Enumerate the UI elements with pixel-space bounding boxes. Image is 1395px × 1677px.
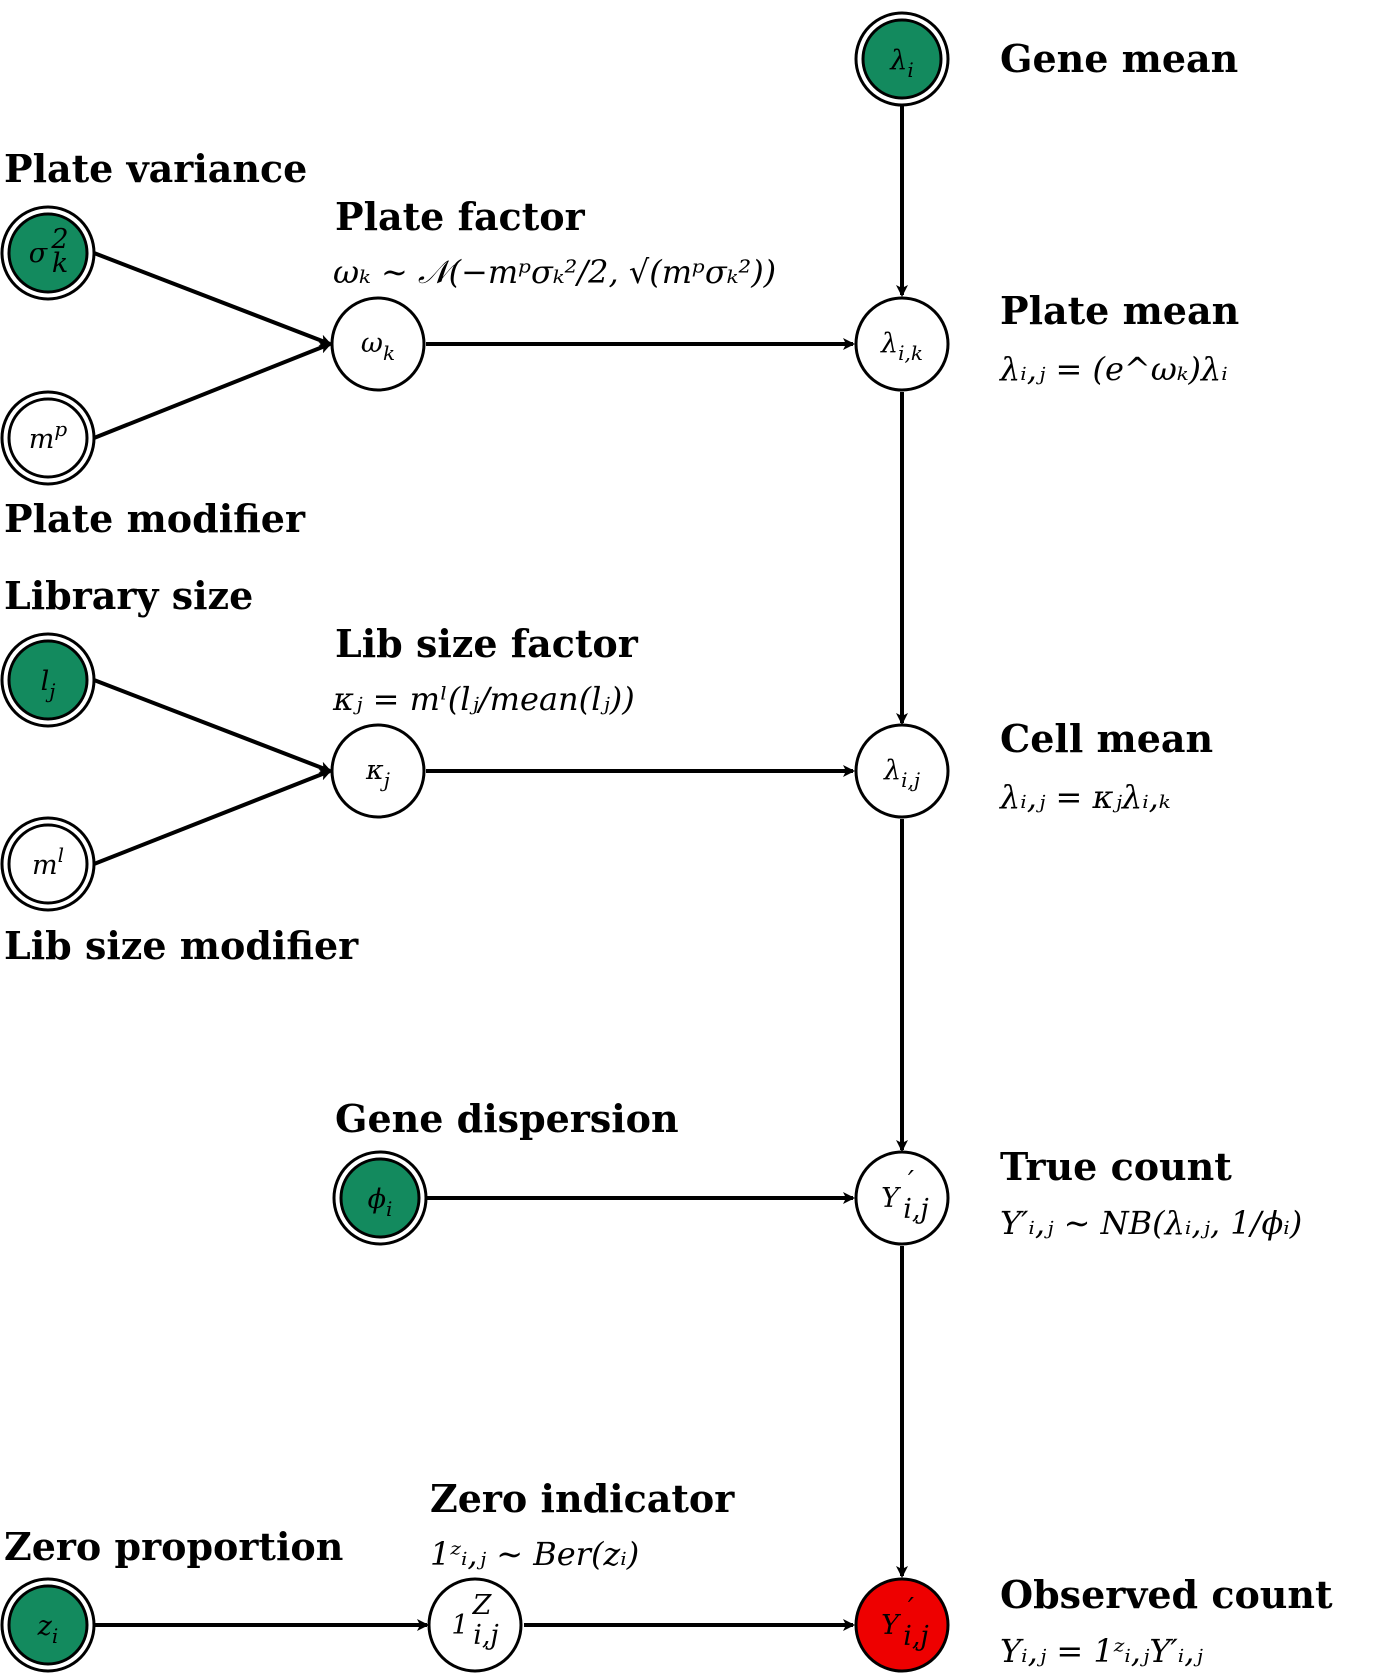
node-symbol: zi (37, 1611, 59, 1648)
node-fill (427, 1577, 523, 1673)
edge-plate-variance-to-plate-factor (93, 251, 332, 347)
node-symbol: Y (881, 1610, 901, 1641)
title-observed-count: Observed count (1000, 1572, 1333, 1617)
formula-observed-count: Yᵢ,ⱼ = 1ᶻᵢ,ⱼY′ᵢ,ⱼ (1000, 1632, 1203, 1670)
node-symbol: mp (29, 417, 68, 455)
node-fill (330, 723, 426, 819)
node-symbol: 1 (451, 1610, 468, 1641)
formula-zero-indicator: 1ᶻᵢ,ⱼ ∼ Ber(zᵢ) (430, 1535, 639, 1573)
edge-library-size-to-lib-factor (93, 678, 332, 774)
node-fill (330, 296, 426, 392)
edge-plate-modifier-to-plate-factor (93, 342, 332, 440)
node-sup: ′ (908, 1166, 914, 1197)
node-plate-mean: λi,k (854, 296, 950, 392)
node-fill (7, 823, 89, 905)
title-plate-variance: Plate variance (4, 146, 307, 191)
node-fill (7, 397, 89, 479)
node-symbol: λi,k (880, 328, 923, 365)
node-lib-size-modifier: ml (0, 816, 96, 912)
node-zero-proportion: zi (0, 1577, 96, 1673)
node-observed-count: Y ′ i,j (854, 1577, 950, 1673)
title-true-count: True count (1000, 1144, 1232, 1189)
node-symbol: κj (365, 755, 390, 792)
node-library-size: lj (0, 632, 96, 728)
title-lib-size-factor: Lib size factor (335, 621, 639, 666)
node-fill (854, 723, 950, 819)
node-sup: Z (472, 1590, 493, 1621)
node-fill (339, 1157, 421, 1239)
title-cell-mean: Cell mean (1000, 716, 1213, 761)
title-plate-factor: Plate factor (335, 194, 586, 239)
node-zero-indicator: 1 Z i,j (427, 1577, 523, 1673)
formula-plate-mean: λᵢ,ⱼ = (e^ωₖ)λᵢ (998, 350, 1228, 388)
title-zero-proportion: Zero proportion (4, 1524, 343, 1569)
title-gene-dispersion: Gene dispersion (335, 1096, 679, 1141)
title-plate-modifier: Plate modifier (4, 496, 306, 541)
node-fill (861, 18, 943, 100)
node-symbol: ωk (361, 328, 395, 365)
node-sub: i,j (903, 1621, 929, 1652)
node-symbol: lj (41, 666, 56, 703)
node-plate-modifier: mp (0, 390, 96, 486)
formula-true-count: Y′ᵢ,ⱼ ∼ NB(λᵢ,ⱼ, 1/ϕᵢ) (1000, 1204, 1302, 1242)
node-sub: i,j (903, 1194, 929, 1225)
node-fill (7, 212, 89, 294)
formula-cell-mean: λᵢ,ⱼ = κⱼλᵢ,ₖ (998, 778, 1171, 816)
node-true-count: Y ′ i,j (854, 1150, 950, 1246)
node-symbol: ml (32, 843, 64, 881)
title-zero-indicator: Zero indicator (430, 1476, 735, 1521)
title-library-size: Library size (4, 573, 253, 618)
node-gene-dispersion: ϕi (332, 1150, 428, 1246)
node-symbol: ϕi (368, 1184, 393, 1221)
node-sub: i,j (473, 1620, 499, 1651)
node-fill (7, 1584, 89, 1666)
node-fill (854, 296, 950, 392)
node-plate-variance: σ 2 k (0, 205, 96, 301)
node-fill (7, 639, 89, 721)
edges (93, 104, 908, 1631)
node-sub: k (52, 248, 68, 279)
node-fill (854, 1577, 950, 1673)
node-plate-factor: ωk (330, 296, 426, 392)
formula-lib-size-factor: κⱼ = mˡ(lⱼ/mean(lⱼ)) (332, 680, 635, 718)
node-lib-size-factor: κj (330, 723, 426, 819)
title-plate-mean: Plate mean (1000, 288, 1239, 333)
title-lib-size-modifier: Lib size modifier (4, 923, 359, 968)
node-sup: 2 (50, 224, 68, 255)
node-sup: ′ (908, 1593, 914, 1624)
node-symbol: λi,j (883, 755, 920, 792)
node-symbol: λi (889, 45, 914, 82)
edge-lib-modifier-to-lib-factor (93, 769, 332, 866)
node-symbol: Y (881, 1183, 901, 1214)
node-cell-mean: λi,j (854, 723, 950, 819)
node-fill (854, 1150, 950, 1246)
title-gene-mean: Gene mean (1000, 36, 1238, 81)
formula-plate-factor: ωₖ ∼ 𝒩(−mᵖσₖ²/2, √(mᵖσₖ²)) (333, 253, 776, 291)
node-gene-mean: λi (854, 11, 950, 107)
node-symbol: σ (29, 238, 49, 269)
